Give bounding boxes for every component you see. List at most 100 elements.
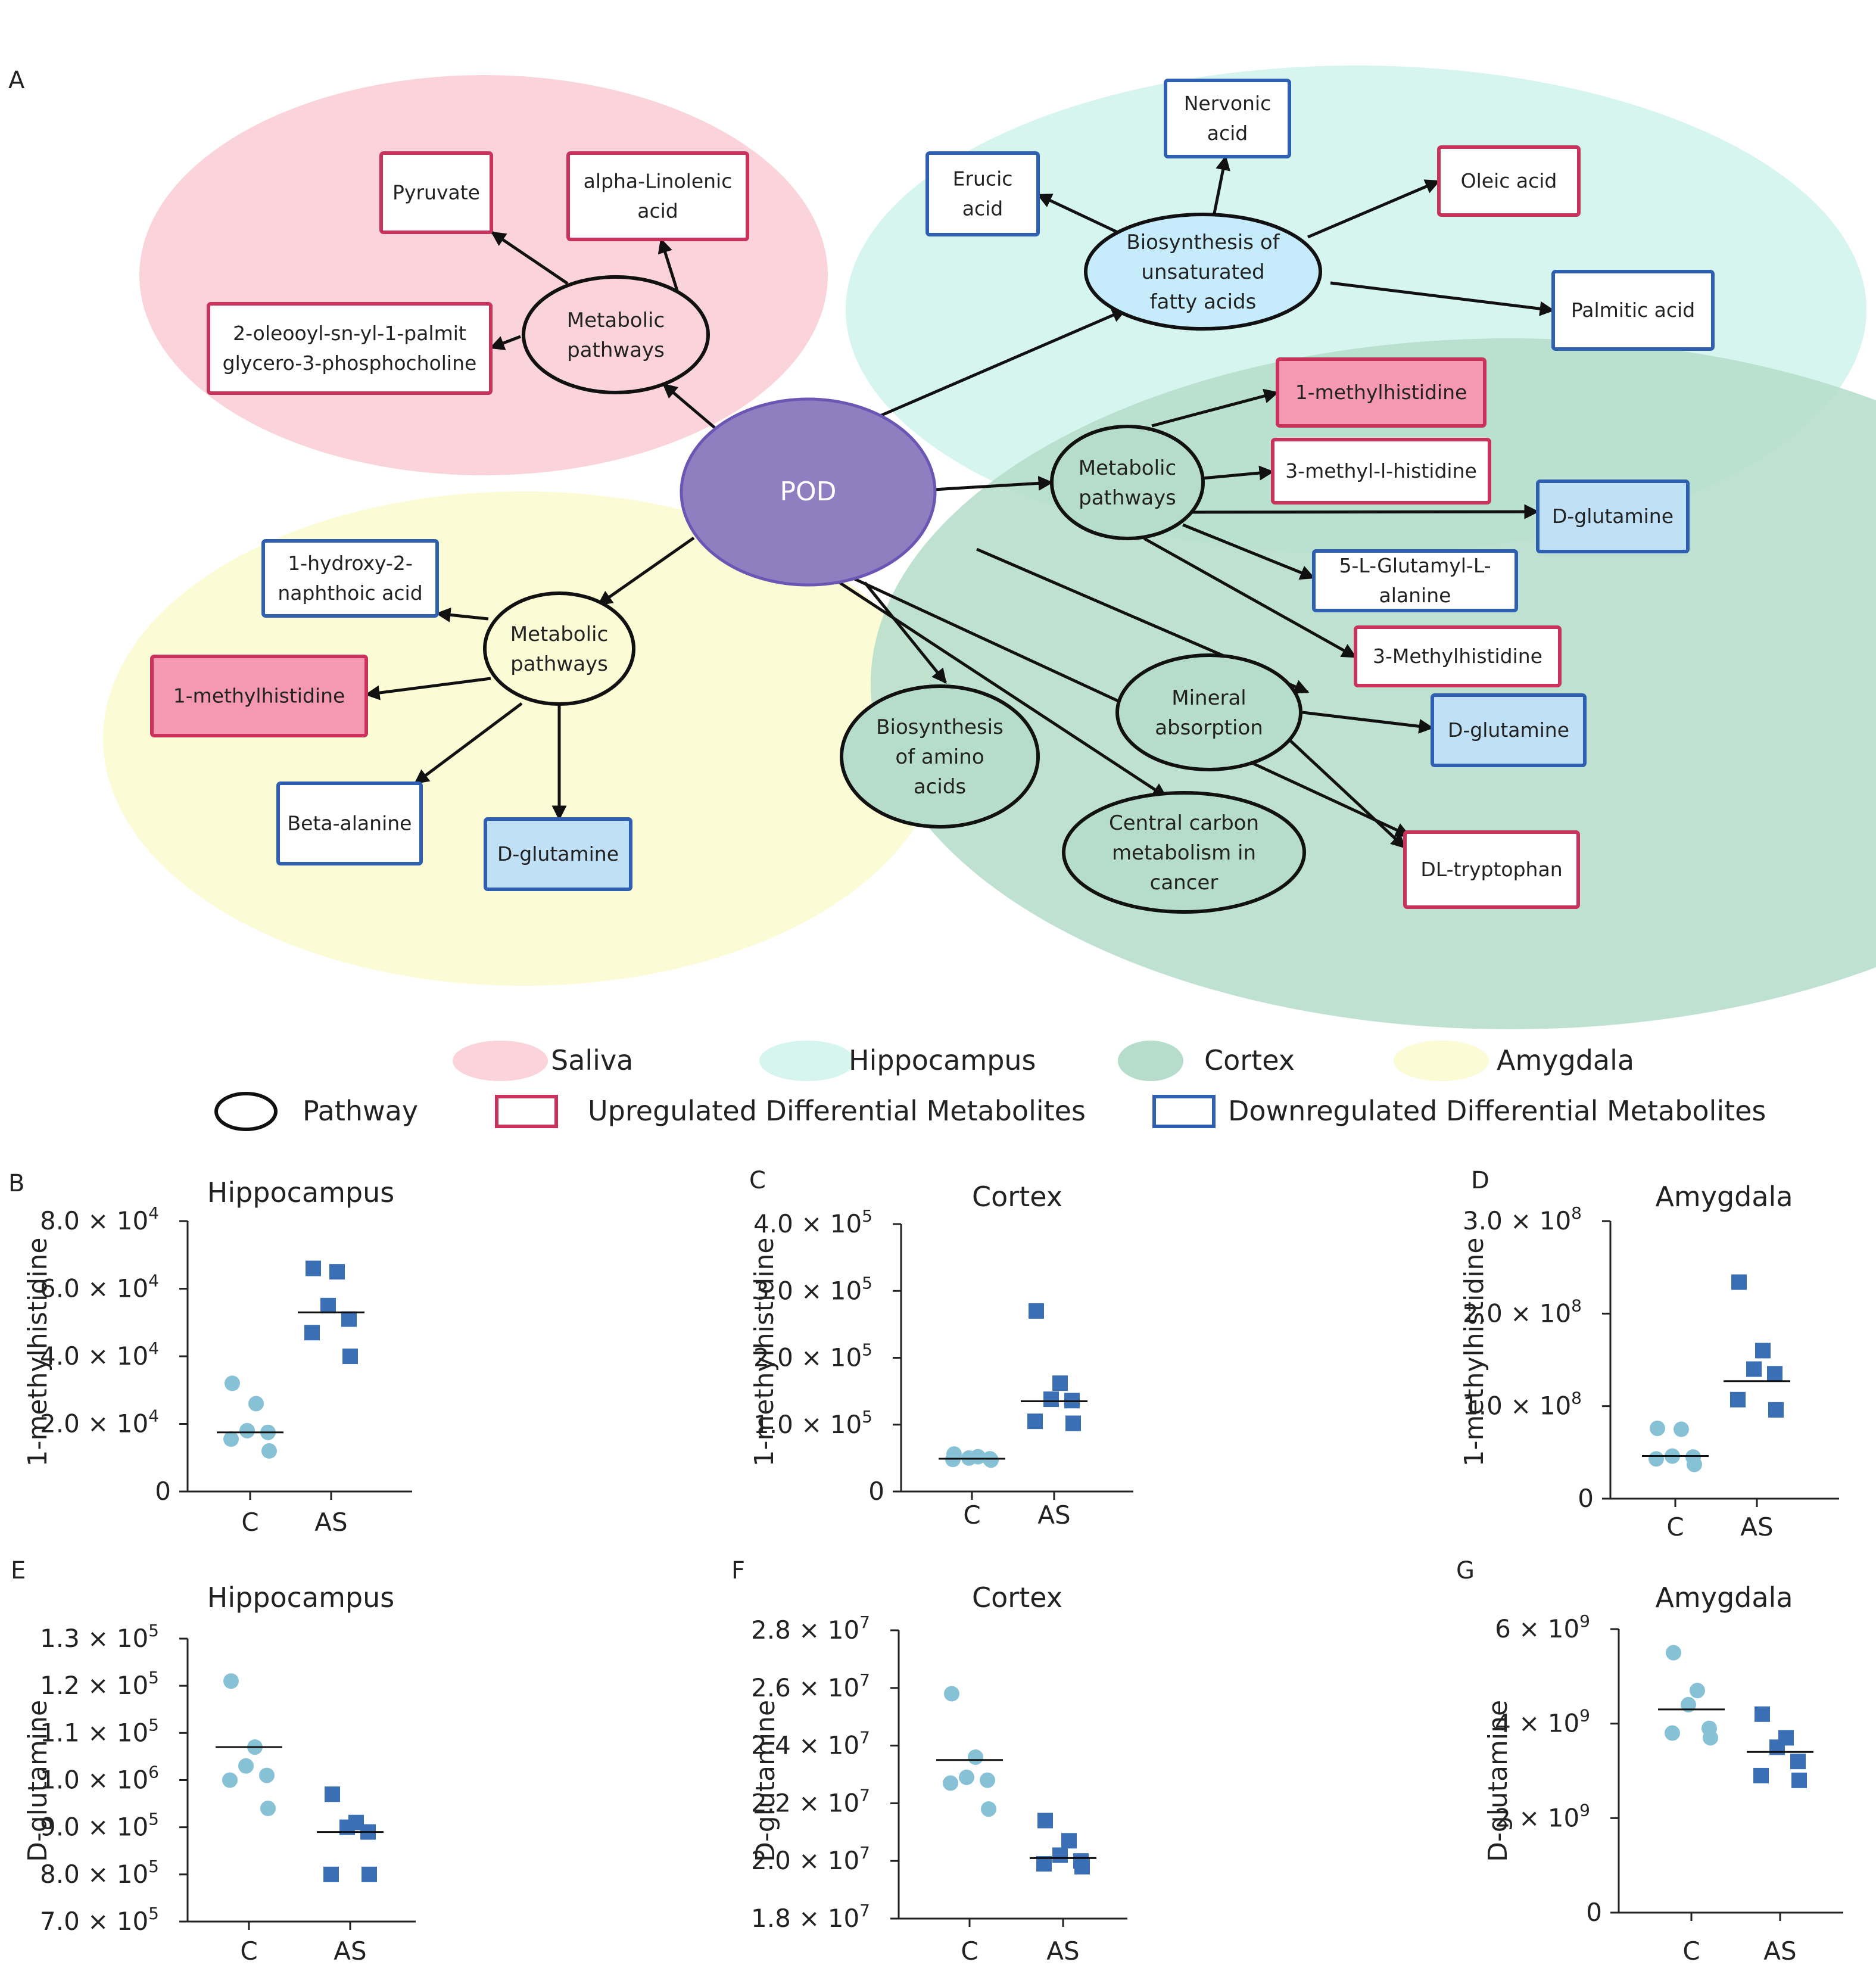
data-point-as	[362, 1866, 377, 1882]
y-tick-label: 0	[155, 1477, 171, 1506]
metabolite-label-line: Oleic acid	[1461, 169, 1557, 192]
metabolite-label-line: acid	[962, 197, 1003, 220]
y-tick-base: 6 × 10	[1495, 1614, 1579, 1643]
pathway-label-line: cancer	[1150, 871, 1219, 895]
legend-up-label: Upregulated Differential Metabolites	[588, 1095, 1086, 1127]
pathway-arrow	[490, 231, 569, 285]
legend-up-swatch	[495, 1095, 558, 1128]
y-axis-label: 1-methylhistidine	[23, 1238, 53, 1467]
metabolite-3-methylhistidine: 3-Methylhistidine	[1354, 625, 1562, 687]
data-point-as	[341, 1311, 357, 1327]
metabolite-5-l-glutamyl-l-alanine: 5-L-Glutamyl-L-alanine	[1312, 549, 1518, 612]
y-tick-label: 4.0 × 105	[753, 1206, 872, 1238]
pathway-label-line: absorption	[1155, 716, 1263, 740]
y-tick-base: 2.2 × 10	[751, 1788, 859, 1817]
chart-title: Cortex	[972, 1581, 1062, 1614]
data-point-as	[1755, 1706, 1770, 1722]
pathway-label-line: Biosynthesis	[876, 715, 1004, 739]
data-point-as	[1052, 1375, 1068, 1391]
data-point-c	[981, 1801, 996, 1817]
y-tick-exponent: 9	[1579, 1706, 1590, 1726]
data-point-as	[1791, 1772, 1807, 1788]
y-tick-label: 4.0 × 104	[40, 1338, 159, 1371]
y-tick-base: 8.0 × 10	[40, 1860, 148, 1889]
metabolite-box	[566, 151, 749, 241]
y-tick-base: 2 × 10	[1495, 1803, 1579, 1832]
y-tick-label: 1.0 × 108	[1463, 1388, 1582, 1421]
data-point-c	[238, 1758, 254, 1774]
pathway-arrow	[880, 308, 1127, 418]
metabolite-box	[276, 781, 423, 865]
y-tick-base: 1.3 × 10	[40, 1624, 148, 1653]
data-point-c	[1674, 1421, 1689, 1437]
data-point-as	[320, 1297, 336, 1313]
y-tick-exponent: 5	[148, 1715, 159, 1735]
x-tick-label: C	[1682, 1936, 1700, 1966]
metabolite-d-glutamine-amygdala: D-glutamine	[484, 817, 632, 891]
panel-label: B	[8, 1170, 24, 1197]
x-tick-label: AS	[314, 1508, 347, 1537]
data-point-as	[1029, 1303, 1044, 1319]
metabolite-label-line: Erucic	[953, 167, 1013, 191]
y-tick-label: 2 × 109	[1495, 1800, 1590, 1832]
x-tick-label: AS	[1763, 1936, 1796, 1966]
data-point-c	[944, 1686, 959, 1702]
metabolite-label-line: 1-methylhistidine	[1295, 381, 1467, 404]
y-tick-base: 4.0 × 10	[753, 1209, 862, 1238]
y-tick-base: 1.0 × 10	[753, 1410, 862, 1439]
x-tick-label: AS	[334, 1936, 366, 1966]
y-tick-base: 2.8 × 10	[751, 1615, 859, 1645]
metabolite-label-line: 3-methyl-l-histidine	[1285, 459, 1477, 482]
y-tick-base: 2.0 × 10	[1463, 1299, 1571, 1328]
y-tick-label: 1.0 × 105	[753, 1407, 872, 1439]
y-tick-label: 3.0 × 108	[1463, 1203, 1582, 1235]
data-point-c	[1650, 1420, 1665, 1436]
y-tick-exponent: 5	[148, 1668, 159, 1687]
metabolite-label-line: glycero-3-phosphocholine	[223, 351, 477, 375]
pathway-arrow	[836, 579, 1168, 799]
pathway-arrow	[1143, 537, 1357, 659]
y-tick-exponent: 9	[1579, 1611, 1590, 1631]
y-tick-label: 6 × 109	[1495, 1611, 1590, 1643]
chart-title: Hippocampus	[207, 1176, 395, 1209]
y-tick-base: 2.0 × 10	[40, 1409, 148, 1438]
y-tick-label: 8.0 × 104	[40, 1203, 159, 1235]
pathway-arrow	[1289, 739, 1406, 849]
data-point-c	[943, 1775, 958, 1791]
metabolite-box	[1551, 270, 1715, 351]
y-tick-base: 0	[868, 1477, 884, 1506]
legend-hippocampus-label: Hippocampus	[849, 1044, 1036, 1076]
data-point-as	[1790, 1754, 1806, 1770]
y-tick-base: 0	[155, 1477, 171, 1506]
metabolite-oleooyl-phosphocholine: 2-oleooyl-sn-yl-1-palmitglycero-3-phosph…	[207, 302, 493, 395]
data-point-as	[1037, 1813, 1053, 1829]
metabolite-box	[1536, 479, 1690, 553]
data-point-as	[1061, 1833, 1077, 1849]
metabolite-label-line: 5-L-Glutamyl-L-	[1339, 554, 1491, 577]
y-tick-label: 6.0 × 104	[40, 1271, 159, 1303]
pathway-ellipse	[840, 684, 1040, 829]
y-tick-label: 2.4 × 107	[751, 1728, 870, 1760]
y-tick-label: 1.8 × 107	[751, 1901, 870, 1933]
metabolite-box	[925, 151, 1040, 236]
data-point-as	[1065, 1415, 1081, 1431]
y-tick-label: 2.8 × 107	[751, 1612, 870, 1645]
metabolite-1-methylhistidine-cortex: 1-methylhistidine	[1276, 357, 1487, 428]
y-tick-label: 2.2 × 107	[751, 1785, 870, 1817]
y-tick-label: 2.0 × 107	[751, 1843, 870, 1875]
y-tick-exponent: 5	[148, 1621, 159, 1640]
y-tick-exponent: 5	[148, 1904, 159, 1923]
metabolite-box	[1312, 549, 1518, 612]
legend-cortex-swatch	[1118, 1041, 1183, 1081]
y-tick-exponent: 7	[859, 1670, 870, 1690]
data-point-as	[1043, 1391, 1059, 1408]
x-tick-label: C	[240, 1936, 257, 1966]
metabolite-label-line: D-glutamine	[1552, 505, 1674, 528]
y-tick-base: 2.6 × 10	[751, 1673, 859, 1702]
panel-label: E	[11, 1557, 26, 1584]
